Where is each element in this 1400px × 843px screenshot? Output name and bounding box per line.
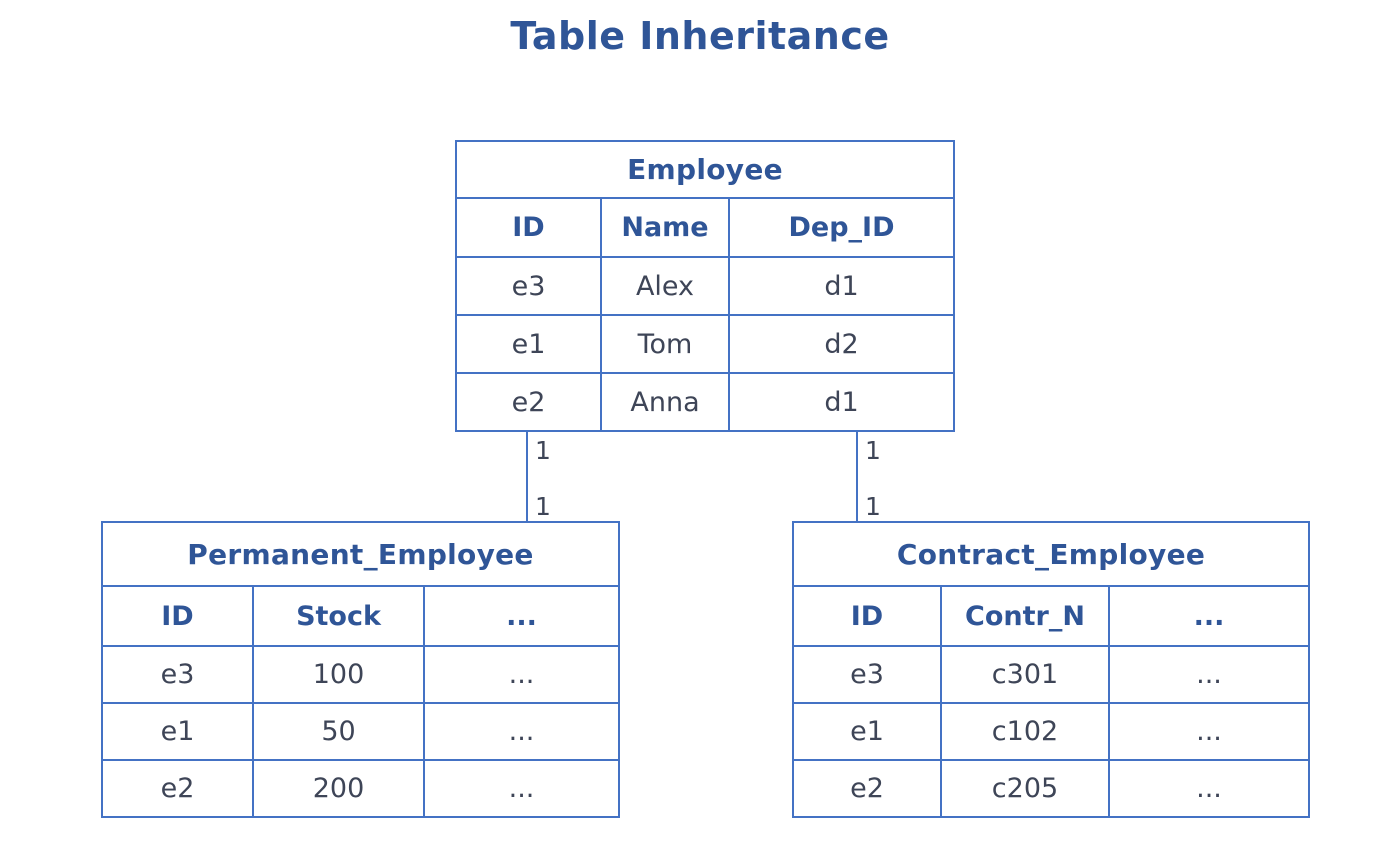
employee-table-title: Employee — [454, 140, 956, 199]
connector-line-left — [526, 431, 528, 521]
data-cell: ... — [422, 645, 621, 704]
data-cell: e3 — [455, 256, 602, 316]
page-title: Table Inheritance — [510, 14, 890, 58]
table-row: e3 Alex d1 — [455, 256, 956, 316]
column-header-cell: Stock — [252, 585, 425, 647]
data-cell: Alex — [600, 256, 730, 316]
permanent-employee-table: Permanent_Employee ID Stock ... e3 100 .… — [100, 521, 621, 818]
data-cell: d1 — [727, 256, 956, 316]
column-header-cell: ID — [792, 585, 942, 647]
multiplicity-label: 1 — [865, 436, 881, 465]
table-row: e1 c102 ... — [792, 702, 1310, 761]
column-header-cell: Contr_N — [940, 585, 1110, 647]
employee-table: Employee ID Name Dep_ID e3 Alex d1 e1 To… — [454, 140, 956, 432]
data-cell: e1 — [792, 702, 942, 761]
data-cell: ... — [1108, 702, 1310, 761]
data-cell: ... — [422, 702, 621, 761]
data-cell: 50 — [252, 702, 425, 761]
contract-employee-table-title: Contract_Employee — [792, 521, 1310, 587]
multiplicity-label: 1 — [535, 436, 551, 465]
table-row: e2 c205 ... — [792, 759, 1310, 818]
multiplicity-label: 1 — [535, 492, 551, 521]
data-cell: 100 — [252, 645, 425, 704]
table-row: e3 c301 ... — [792, 645, 1310, 704]
data-cell: c102 — [940, 702, 1110, 761]
data-cell: ... — [1108, 759, 1310, 818]
data-cell: e3 — [101, 645, 254, 704]
connector-line-right — [856, 431, 858, 521]
data-cell: e3 — [792, 645, 942, 704]
data-cell: ... — [422, 759, 621, 818]
permanent-employee-table-title: Permanent_Employee — [100, 521, 621, 587]
multiplicity-label: 1 — [865, 492, 881, 521]
column-header-cell: Name — [600, 197, 730, 258]
table-row: e1 50 ... — [101, 702, 621, 761]
column-header-cell: Dep_ID — [727, 197, 956, 258]
column-header-cell: ... — [1108, 585, 1310, 647]
data-cell: e2 — [101, 759, 254, 818]
data-cell: e2 — [792, 759, 942, 818]
data-cell: Tom — [600, 314, 730, 374]
data-cell: ... — [1108, 645, 1310, 704]
table-row: e2 Anna d1 — [455, 372, 956, 432]
column-header-cell: ID — [101, 585, 254, 647]
table-row: e3 100 ... — [101, 645, 621, 704]
data-cell: c205 — [940, 759, 1110, 818]
table-row: e2 200 ... — [101, 759, 621, 818]
data-cell: c301 — [940, 645, 1110, 704]
data-cell: Anna — [600, 372, 730, 432]
table-row: e1 Tom d2 — [455, 314, 956, 374]
column-header-cell: ID — [455, 197, 602, 258]
column-header-cell: ... — [422, 585, 621, 647]
data-cell: 200 — [252, 759, 425, 818]
contract-employee-table: Contract_Employee ID Contr_N ... e3 c301… — [792, 521, 1310, 818]
data-cell: e1 — [101, 702, 254, 761]
data-cell: e1 — [455, 314, 602, 374]
data-cell: e2 — [455, 372, 602, 432]
data-cell: d2 — [727, 314, 956, 374]
data-cell: d1 — [727, 372, 956, 432]
